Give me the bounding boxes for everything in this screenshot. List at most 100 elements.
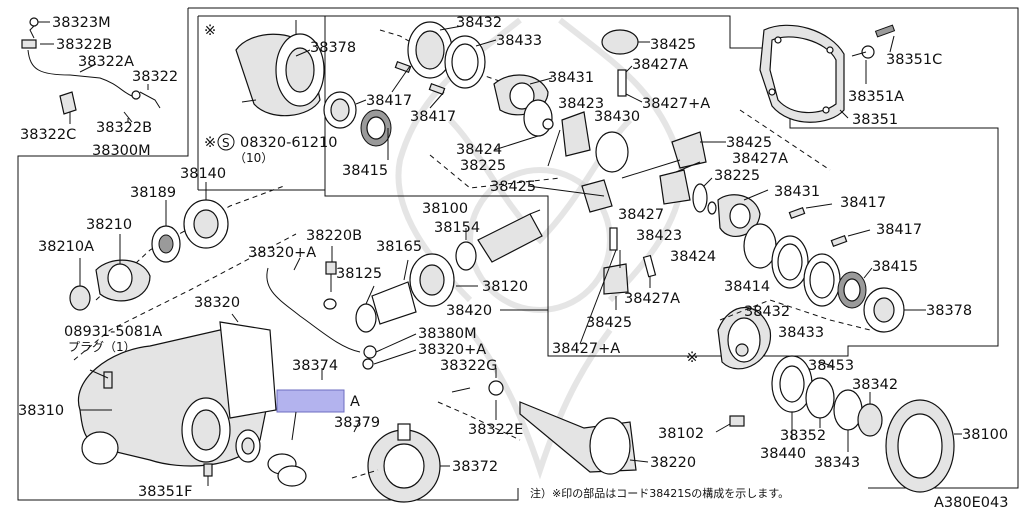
label-38100-b: 38100 xyxy=(962,427,1008,443)
pinion-38425-top xyxy=(601,29,639,55)
label-38415-b: 38415 xyxy=(872,259,918,275)
label-38433-a: 38433 xyxy=(496,33,542,49)
gear-38423-b xyxy=(659,169,691,205)
label-38417-a: 38417 xyxy=(366,93,412,109)
leader-lines xyxy=(79,25,962,486)
label-38225-b: 38225 xyxy=(714,168,760,184)
label-38423-b: 38423 xyxy=(636,228,682,244)
label-38165: 38165 xyxy=(376,239,422,255)
connector-block xyxy=(59,91,77,115)
label-38210: 38210 xyxy=(86,217,132,233)
label-38372: 38372 xyxy=(452,459,498,475)
label-38427plusA-a: 38427+A xyxy=(642,96,710,112)
label-38323M: 38323M xyxy=(52,15,111,31)
label-38417-d: 38417 xyxy=(876,222,922,238)
lower-left-parts xyxy=(69,185,307,487)
star-mark-right: ※ xyxy=(686,350,698,366)
center-lower-parts xyxy=(266,213,955,503)
label-38374: 38374 xyxy=(292,358,338,374)
label-38189: 38189 xyxy=(130,185,176,201)
label-38378-b: 38378 xyxy=(926,303,972,319)
part-38154 xyxy=(455,241,477,271)
union-fitting xyxy=(29,17,39,27)
label-38379: 38379 xyxy=(334,415,380,431)
label-38380M: 38380M xyxy=(418,326,477,342)
label-38425-a: 38425 xyxy=(650,37,696,53)
label-highlight-A: A xyxy=(350,394,360,410)
label-38425-c: 38425 xyxy=(490,179,536,195)
gear-38423-a xyxy=(561,111,591,157)
label-08931: 08931-5081A xyxy=(64,324,162,340)
circle-s-icon xyxy=(217,133,235,151)
pin-38427A xyxy=(617,69,627,97)
label-38423-a: 38423 xyxy=(558,96,604,112)
circle-s-letter: S xyxy=(222,136,230,150)
label-38427-c: 38427 xyxy=(618,207,664,223)
label-38427A-a: 38427A xyxy=(632,57,688,73)
label-38320: 38320 xyxy=(194,295,240,311)
label-38351: 38351 xyxy=(852,112,898,128)
pin-38427-plus xyxy=(609,227,618,251)
label-38220: 38220 xyxy=(650,455,696,471)
label-38427A-b: 38427A xyxy=(732,151,788,167)
label-38300M: 38300M xyxy=(92,143,151,159)
label-38322A: 38322A xyxy=(78,54,134,70)
label-38420: 38420 xyxy=(446,303,492,319)
ring-38414 xyxy=(743,223,777,269)
pinion-shaft-38100 xyxy=(477,213,543,263)
label-38431-b: 38431 xyxy=(774,184,820,200)
spacer-38165 xyxy=(371,281,417,325)
label-38351A: 38351A xyxy=(848,89,904,105)
rear-cover-38351 xyxy=(759,24,896,123)
label-38415-a: 38415 xyxy=(342,163,388,179)
label-38102: 38102 xyxy=(658,426,704,442)
pinion-38425-right xyxy=(671,131,707,169)
label-38433-b: 38433 xyxy=(778,325,824,341)
label-38432-b: 38432 xyxy=(744,304,790,320)
star-mark-bolt: ※ xyxy=(204,135,216,151)
upper-parts xyxy=(235,20,905,370)
label-38140: 38140 xyxy=(180,166,226,182)
label-38417-b: 38417 xyxy=(410,109,456,125)
label-38351F: 38351F xyxy=(138,484,192,500)
label-38432-a: 38432 xyxy=(456,15,502,31)
label-38225-a: 38225 xyxy=(460,158,506,174)
nut-38210A xyxy=(69,285,91,311)
label-38430: 38430 xyxy=(594,109,640,125)
label-plug: プラグ（1） xyxy=(68,340,136,354)
label-38414: 38414 xyxy=(724,279,770,295)
label-38322C: 38322C xyxy=(20,127,76,143)
label-38154: 38154 xyxy=(434,220,480,236)
label-38125: 38125 xyxy=(336,266,382,282)
pipe-group-topleft xyxy=(21,17,161,124)
label-38343: 38343 xyxy=(814,455,860,471)
label-38210A: 38210A xyxy=(38,239,94,255)
frame-outlines xyxy=(17,7,1019,501)
label-38342: 38342 xyxy=(852,377,898,393)
label-38322B-bottom: 38322B xyxy=(96,120,152,136)
label-38425-d: 38425 xyxy=(586,315,632,331)
label-38120: 38120 xyxy=(482,279,528,295)
part-38430 xyxy=(595,131,629,173)
label-38322G: 38322G xyxy=(440,358,497,374)
label-38424-b: 38424 xyxy=(670,249,716,265)
label-38427A-c: 38427A xyxy=(624,291,680,307)
label-38320plusA-a: 38320+A xyxy=(248,245,316,261)
label-38453: 38453 xyxy=(808,358,854,374)
footnote: 注）※印の部品はコード38421Sの構成を示します。 xyxy=(530,486,789,500)
pinion-38425-left xyxy=(581,179,613,213)
label-bolt-qty: （10） xyxy=(234,151,273,165)
star-mark-top: ※ xyxy=(204,23,216,39)
hose-clamp xyxy=(21,39,37,49)
pinion-38425-lower xyxy=(603,263,629,295)
label-38424-a: 38424 xyxy=(456,142,502,158)
label-38427plusA-b: 38427+A xyxy=(552,341,620,357)
label-38322B-top: 38322B xyxy=(56,37,112,53)
label-bolt-08320: 08320-61210 xyxy=(240,135,338,151)
label-38352: 38352 xyxy=(780,428,826,444)
label-38431-a: 38431 xyxy=(548,70,594,86)
label-38440: 38440 xyxy=(760,446,806,462)
label-38310: 38310 xyxy=(18,403,64,419)
label-38351C: 38351C xyxy=(886,52,942,68)
